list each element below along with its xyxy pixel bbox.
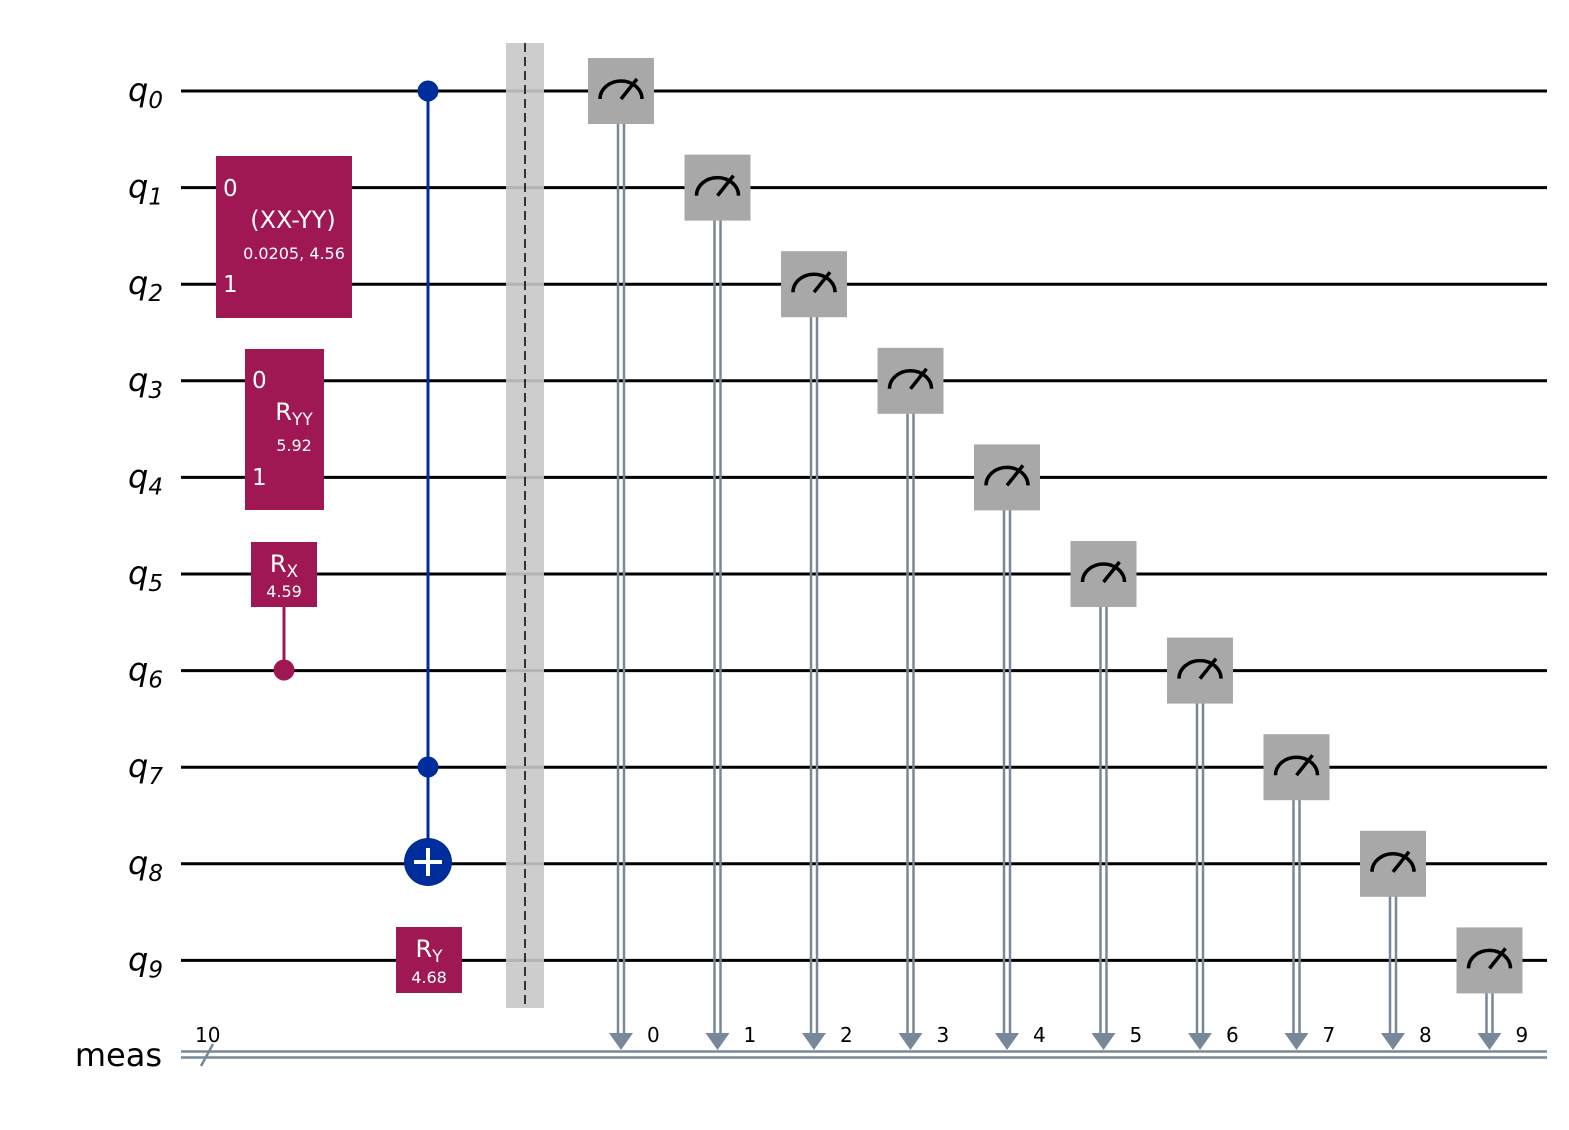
crx-label: RX [270,550,299,582]
classical-register: 10 meas [75,1023,1547,1074]
qubit-label-7: q7 [128,747,163,790]
qubit-label-3: q3 [128,361,163,404]
measure-box-2 [781,251,847,318]
ry-label: RY [415,935,443,967]
measure-box-6 [1167,637,1233,704]
measure-arrow-8 [1381,1033,1405,1050]
measure-gate-9[interactable]: 9 [1456,927,1529,1050]
xx-minus-yy-gate[interactable]: 0 1 (XX-YY) 0.0205, 4.56 [216,156,352,318]
measure-gate-3[interactable]: 3 [877,347,950,1050]
measure-bit-label-7: 7 [1323,1023,1336,1047]
meter-needle-icon [1488,947,1507,970]
ry-params: 4.68 [411,968,447,987]
qubit-label-2: q2 [128,264,163,307]
measure-bit-label-4: 4 [1033,1023,1046,1047]
measure-gate-6[interactable]: 6 [1167,637,1239,1050]
measure-arrow-2 [802,1033,826,1050]
measure-bit-label-2: 2 [840,1023,853,1047]
qubit-label-0: q0 [128,71,163,114]
measure-gate-2[interactable]: 2 [781,251,853,1050]
meter-arc-icon [887,369,934,389]
ryy-port-1: 1 [252,465,267,491]
measure-bit-label-5: 5 [1130,1023,1143,1047]
measure-gate-7[interactable]: 7 [1263,734,1336,1050]
measure-box-5 [1070,541,1137,607]
ry-gate[interactable]: RY 4.68 [396,927,462,993]
meter-needle-icon [1295,754,1314,777]
measure-box-1 [684,154,751,221]
measure-bit-label-0: 0 [647,1023,660,1047]
measure-arrow-4 [995,1033,1019,1050]
measure-bit-label-6: 6 [1226,1023,1239,1047]
meter-needle-icon [619,77,639,101]
measure-gate-5[interactable]: 5 [1070,541,1143,1050]
measurements: 0 1 2 3 4 5 6 7 8 9 [588,58,1528,1050]
toffoli-control-dot-q0 [417,80,439,102]
qubit-label-9: q9 [128,940,163,983]
toffoli-control-dot-q7 [417,756,439,778]
register-width-label: 10 [195,1023,220,1047]
ryy-gate[interactable]: 0 1 RYY 5.92 [245,349,324,510]
measure-bit-label-1: 1 [744,1023,757,1047]
measure-arrow-7 [1284,1033,1309,1050]
measure-arrow-0 [609,1033,633,1050]
measure-arrow-5 [1091,1033,1116,1050]
measure-gate-1[interactable]: 1 [684,154,757,1050]
ryy-port-0: 0 [252,368,267,394]
qubit-labels: q0 q1 q2 q3 q4 q5 q6 q7 q8 q9 [128,71,163,983]
meter-arc-icon [1080,562,1127,583]
toffoli-gate[interactable] [404,80,452,887]
measure-bit-label-9: 9 [1516,1023,1529,1047]
measure-gate-0[interactable]: 0 [588,58,660,1050]
meter-arc-icon [694,175,741,196]
xx-minus-yy-label: (XX-YY) [250,206,336,234]
meter-arc-icon [984,465,1030,486]
measure-gate-8[interactable]: 8 [1360,830,1432,1050]
xx-minus-yy-port-1: 1 [223,272,238,298]
meter-arc-icon [1273,755,1320,776]
measure-box-9 [1456,927,1523,994]
measure-arrow-3 [898,1033,923,1050]
qubit-label-1: q1 [128,168,163,211]
crx-params: 4.59 [266,582,302,601]
xx-minus-yy-port-0: 0 [223,176,238,202]
ryy-params: 5.92 [276,436,312,455]
meter-needle-icon [1102,560,1121,584]
meter-needle-icon [716,174,735,197]
xx-minus-yy-params: 0.0205, 4.56 [243,244,345,263]
barrier [506,43,544,1008]
measure-gate-4[interactable]: 4 [974,444,1046,1050]
meter-arc-icon [1466,948,1513,969]
measure-arrow-9 [1477,1033,1502,1050]
meter-arc-icon [1370,852,1416,872]
register-width-slash [199,1043,215,1067]
measure-box-7 [1263,734,1330,801]
classical-register-label: meas [75,1036,162,1074]
meter-needle-icon [909,367,928,390]
measure-arrow-1 [705,1033,730,1050]
qubit-label-4: q4 [128,457,163,500]
measure-box-8 [1360,830,1426,897]
ryy-label: RYY [275,398,313,430]
qubit-wires [181,89,1547,962]
measure-box-3 [877,347,944,414]
meter-needle-icon [1005,464,1025,487]
qubit-label-5: q5 [128,554,163,597]
measure-box-0 [588,58,654,124]
measure-bit-label-3: 3 [937,1023,950,1047]
meter-needle-icon [1391,850,1411,873]
qubit-label-8: q8 [128,844,163,887]
meter-needle-icon [812,271,832,294]
meter-arc-icon [791,272,837,293]
crx-control-dot [273,659,295,681]
measure-arrow-6 [1188,1033,1212,1050]
meter-arc-icon [1177,658,1223,679]
controlled-rx-gate[interactable]: RX 4.59 [251,542,317,681]
measure-bit-label-8: 8 [1419,1023,1432,1047]
meter-needle-icon [1198,657,1218,680]
qubit-label-6: q6 [128,651,163,694]
measure-box-4 [974,444,1040,511]
meter-arc-icon [598,79,644,100]
